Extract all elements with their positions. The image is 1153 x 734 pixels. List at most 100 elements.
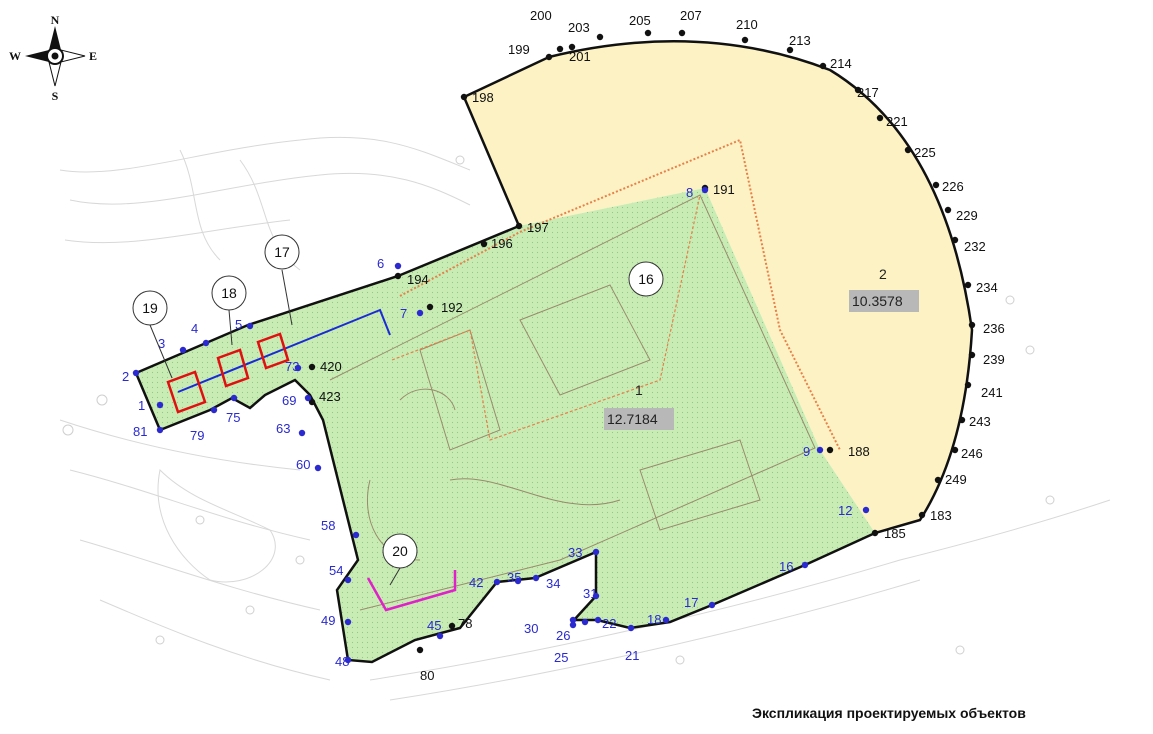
boundary-point-75[interactable]	[230, 394, 238, 402]
boundary-point-239[interactable]	[968, 351, 976, 359]
boundary-point-4[interactable]	[202, 339, 210, 347]
zone-2-label[interactable]: 2 10.3578	[849, 266, 919, 312]
boundary-point-183[interactable]	[918, 511, 926, 519]
point-label-81: 81	[133, 424, 147, 439]
point-label-214: 214	[830, 56, 852, 71]
boundary-point-213[interactable]	[786, 46, 794, 54]
boundary-point-54[interactable]	[344, 576, 352, 584]
boundary-point-7[interactable]	[416, 309, 424, 317]
boundary-point-229[interactable]	[944, 206, 952, 214]
boundary-point-5[interactable]	[246, 322, 254, 330]
zone-1-number: 1	[635, 382, 643, 398]
point-label-69: 69	[282, 393, 296, 408]
boundary-point-3[interactable]	[179, 346, 187, 354]
boundary-point-17[interactable]	[708, 601, 716, 609]
boundary-point-34[interactable]	[532, 574, 540, 582]
boundary-point-197[interactable]	[515, 222, 523, 230]
boundary-point-45[interactable]	[436, 632, 444, 640]
boundary-point-49[interactable]	[344, 618, 352, 626]
boundary-point-200[interactable]	[556, 45, 564, 53]
boundary-point-78[interactable]	[448, 622, 456, 630]
point-label-31: 31	[583, 586, 597, 601]
callout-16-label: 16	[638, 271, 654, 287]
zone-1-label[interactable]: 1 12.7184	[604, 382, 674, 430]
boundary-point-81[interactable]	[156, 426, 164, 434]
point-label-234: 234	[976, 280, 998, 295]
boundary-point-80[interactable]	[416, 646, 424, 654]
boundary-point-196[interactable]	[480, 240, 488, 248]
boundary-point-73[interactable]	[294, 364, 302, 372]
zone-1-dots	[136, 188, 875, 662]
boundary-point-9[interactable]	[816, 446, 824, 454]
point-label-18: 18	[647, 612, 661, 627]
boundary-point-423[interactable]	[308, 398, 316, 406]
boundary-point-21[interactable]	[627, 624, 635, 632]
callout-20[interactable]: 20	[382, 533, 418, 586]
boundary-point-210[interactable]	[741, 36, 749, 44]
point-label-21: 21	[625, 648, 639, 663]
boundary-point-35[interactable]	[514, 577, 522, 585]
point-label-423: 423	[319, 389, 341, 404]
zone-2-area-box	[849, 290, 919, 312]
point-label-207: 207	[680, 8, 702, 23]
boundary-point-2[interactable]	[132, 369, 140, 377]
point-label-73: 73	[285, 359, 299, 374]
callout-16[interactable]: 16	[628, 261, 664, 297]
boundary-point-42[interactable]	[493, 578, 501, 586]
boundary-point-205[interactable]	[644, 29, 652, 37]
boundary-point-30[interactable]	[569, 616, 577, 624]
boundary-point-192[interactable]	[426, 303, 434, 311]
boundary-point-48[interactable]	[344, 656, 352, 664]
callout-18[interactable]: 18	[211, 275, 247, 346]
boundary-point-1[interactable]	[156, 401, 164, 409]
boundary-point-246[interactable]	[951, 446, 959, 454]
boundary-point-214[interactable]	[819, 62, 827, 70]
boundary-point-236[interactable]	[968, 321, 976, 329]
boundary-point-60[interactable]	[314, 464, 322, 472]
boundary-point-207[interactable]	[678, 29, 686, 37]
boundary-point-217[interactable]	[854, 86, 862, 94]
boundary-point-22[interactable]	[594, 616, 602, 624]
boundary-point-243[interactable]	[958, 416, 966, 424]
point-label-8: 8	[686, 185, 693, 200]
boundary-point-198[interactable]	[460, 93, 468, 101]
boundary-point-8[interactable]	[701, 186, 709, 194]
boundary-point-6[interactable]	[394, 262, 402, 270]
boundary-point-69[interactable]	[304, 394, 312, 402]
boundary-point-26[interactable]	[581, 618, 589, 626]
legend-title: Экспликация проектируемых объектов	[752, 705, 1026, 721]
boundary-point-194[interactable]	[394, 272, 402, 280]
boundary-point-18[interactable]	[662, 616, 670, 624]
point-label-241: 241	[981, 385, 1003, 400]
boundary-point-16[interactable]	[801, 561, 809, 569]
callout-17[interactable]: 17	[264, 234, 300, 326]
boundary-point-225[interactable]	[904, 146, 912, 154]
boundary-point-232[interactable]	[951, 236, 959, 244]
boundary-point-185[interactable]	[871, 529, 879, 537]
boundary-point-188[interactable]	[826, 446, 834, 454]
point-label-17: 17	[684, 595, 698, 610]
zone-2-number: 2	[879, 266, 887, 282]
boundary-point-199[interactable]	[545, 53, 553, 61]
point-label-78: 78	[458, 616, 472, 631]
boundary-point-241[interactable]	[964, 381, 972, 389]
zone-2-parcel[interactable]	[464, 41, 972, 533]
boundary-point-79[interactable]	[210, 406, 218, 414]
boundary-point-58[interactable]	[352, 531, 360, 539]
point-label-201: 201	[569, 49, 591, 64]
boundary-point-31[interactable]	[592, 592, 600, 600]
point-label-79: 79	[190, 428, 204, 443]
boundary-point-221[interactable]	[876, 114, 884, 122]
boundary-point-420[interactable]	[308, 363, 316, 371]
boundary-point-33[interactable]	[592, 548, 600, 556]
boundary-point-234[interactable]	[964, 281, 972, 289]
callout-19[interactable]: 19	[132, 290, 173, 379]
point-label-80: 80	[420, 668, 434, 683]
boundary-point-226[interactable]	[932, 181, 940, 189]
boundary-point-203[interactable]	[596, 33, 604, 41]
boundary-point-25[interactable]	[569, 621, 577, 629]
boundary-point-12[interactable]	[862, 506, 870, 514]
boundary-point-63[interactable]	[298, 429, 306, 437]
boundary-point-201[interactable]	[568, 43, 576, 51]
boundary-point-249[interactable]	[934, 476, 942, 484]
